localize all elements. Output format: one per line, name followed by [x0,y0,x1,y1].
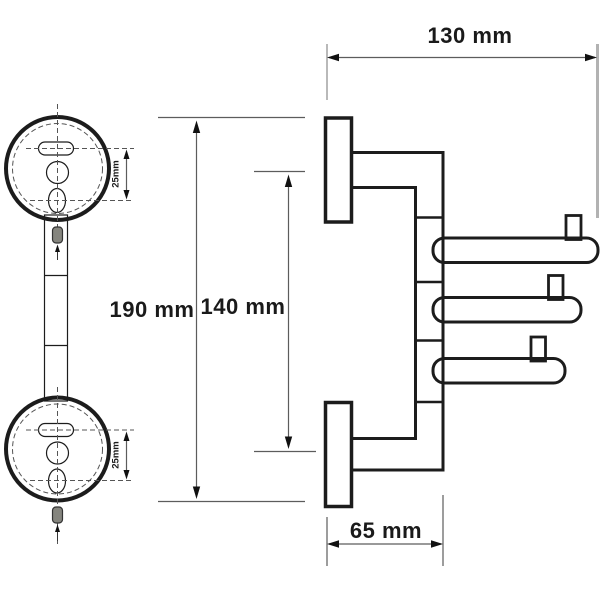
side-bottom-wall-plate [323,400,354,509]
dim-top-width-130 [326,44,599,218]
dim-total-height-190 [158,116,305,503]
dim-label-top-width: 130 mm [427,23,513,48]
dim-depth-65 [326,495,444,566]
dim-label-bottom-plate-holes: 25mm [110,441,122,469]
dim-top-plate-holes [123,149,130,200]
side-hook-arm-2 [431,296,583,324]
dim-hook-span-140 [254,170,316,453]
dim-label-total-height: 190 mm [109,297,195,322]
front-bottom-knob-arrow-icon [55,524,60,532]
dim-bottom-plate-holes [123,431,130,480]
side-hook-2-peg [547,274,565,301]
side-bracket-body [350,151,445,472]
side-hook-1-peg [564,214,583,241]
dim-label-depth: 65 mm [349,518,423,543]
side-hook-arm-1 [431,236,600,264]
front-top-knob-arrow-icon [55,244,60,252]
dim-label-hook-span: 140 mm [200,294,286,319]
front-top-set-screw-knob [51,226,64,244]
front-view [4,104,134,546]
dim-label-top-plate-holes: 25mm [110,160,122,188]
side-hook-3-peg [529,335,547,363]
side-view [323,116,600,509]
front-bottom-set-screw-knob [51,506,64,524]
side-top-wall-plate [323,116,354,224]
side-hook-arm-3 [431,357,567,385]
front-connecting-bar [43,214,69,402]
